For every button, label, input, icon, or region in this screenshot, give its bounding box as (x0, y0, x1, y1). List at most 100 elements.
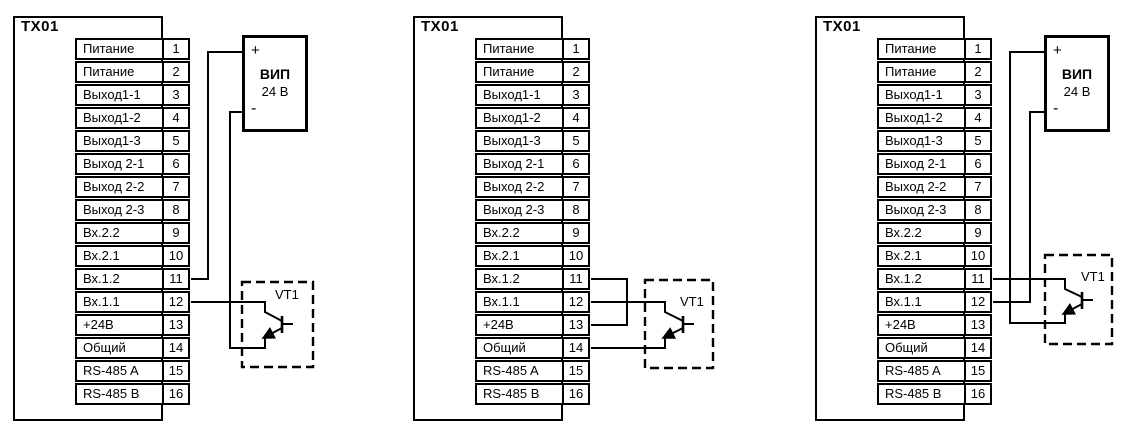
terminal-label: Выход1-3 (877, 130, 966, 152)
terminal-number: 13 (162, 314, 190, 336)
wire-psu-plus-to-emitter (1009, 51, 1066, 324)
terminal-number: 2 (964, 61, 992, 83)
wire-terminal-12-to-collector (591, 301, 684, 322)
wire-terminal-14-to-emitter (591, 337, 666, 349)
terminal-number: 11 (562, 268, 590, 290)
terminal-number: 7 (562, 176, 590, 198)
device-label: ТХ01 (823, 18, 861, 35)
psu-plus-terminal: + (251, 42, 260, 59)
terminal-number: 6 (162, 153, 190, 175)
terminal-label: RS-485 B (75, 383, 164, 405)
wire-psu-minus-to-emitter (229, 111, 266, 349)
terminal-number: 7 (964, 176, 992, 198)
terminal-label: Питание (475, 61, 564, 83)
terminal-label: Выход 2-1 (75, 153, 164, 175)
terminal-label: Общий (75, 337, 164, 359)
terminal-number: 16 (964, 383, 992, 405)
wire-psu-minus-to-terminal-12 (993, 111, 1045, 303)
terminal-label: Общий (475, 337, 564, 359)
terminal-number: 12 (162, 291, 190, 313)
terminal-label: Питание (75, 61, 164, 83)
terminal-label: Выход1-3 (75, 130, 164, 152)
terminal-number: 12 (562, 291, 590, 313)
terminal-label: Выход 2-3 (475, 199, 564, 221)
terminal-number: 15 (562, 360, 590, 382)
terminal-number: 13 (562, 314, 590, 336)
terminal-number: 15 (964, 360, 992, 382)
terminal-number: 6 (964, 153, 992, 175)
terminal-number: 16 (162, 383, 190, 405)
terminal-number: 2 (162, 61, 190, 83)
psu-box: + ВИП 24 В - (242, 35, 308, 132)
psu-voltage: 24 В (261, 84, 289, 99)
terminal-number: 3 (964, 84, 992, 106)
terminal-label: Вх.2.2 (475, 222, 564, 244)
terminal-number: 11 (964, 268, 992, 290)
terminal-label: RS-485 A (75, 360, 164, 382)
psu-name: ВИП (1061, 66, 1093, 82)
terminal-label: Выход 2-1 (877, 153, 966, 175)
terminal-number: 6 (562, 153, 590, 175)
transistor-label: VT1 (275, 287, 299, 302)
terminal-label: RS-485 A (877, 360, 966, 382)
wiring-svg-2: VT1 (591, 278, 715, 370)
psu-minus-terminal: - (251, 100, 257, 117)
terminal-number: 4 (562, 107, 590, 129)
terminal-number: 1 (562, 38, 590, 60)
transistor-label: VT1 (680, 294, 704, 309)
terminal-number: 10 (562, 245, 590, 267)
device-label: ТХ01 (421, 18, 459, 35)
transistor-label: VT1 (1081, 269, 1105, 284)
terminal-label: Выход1-1 (75, 84, 164, 106)
terminal-label: Вх.1.2 (877, 268, 966, 290)
terminal-label: +24В (475, 314, 564, 336)
terminal-label: Питание (877, 38, 966, 60)
wire-psu-plus-to-terminal-11 (191, 51, 242, 280)
terminal-label: RS-485 A (475, 360, 564, 382)
terminal-number: 8 (964, 199, 992, 221)
terminal-label: Выход 2-2 (877, 176, 966, 198)
terminal-label: Общий (877, 337, 966, 359)
terminal-number: 10 (964, 245, 992, 267)
terminal-label: Вх.2.2 (75, 222, 164, 244)
terminal-number: 5 (562, 130, 590, 152)
terminal-number: 5 (964, 130, 992, 152)
terminal-number: 12 (964, 291, 992, 313)
transistor-dashed-outline (240, 280, 315, 369)
psu-plus-terminal: + (1053, 42, 1062, 59)
terminal-number: 2 (562, 61, 590, 83)
